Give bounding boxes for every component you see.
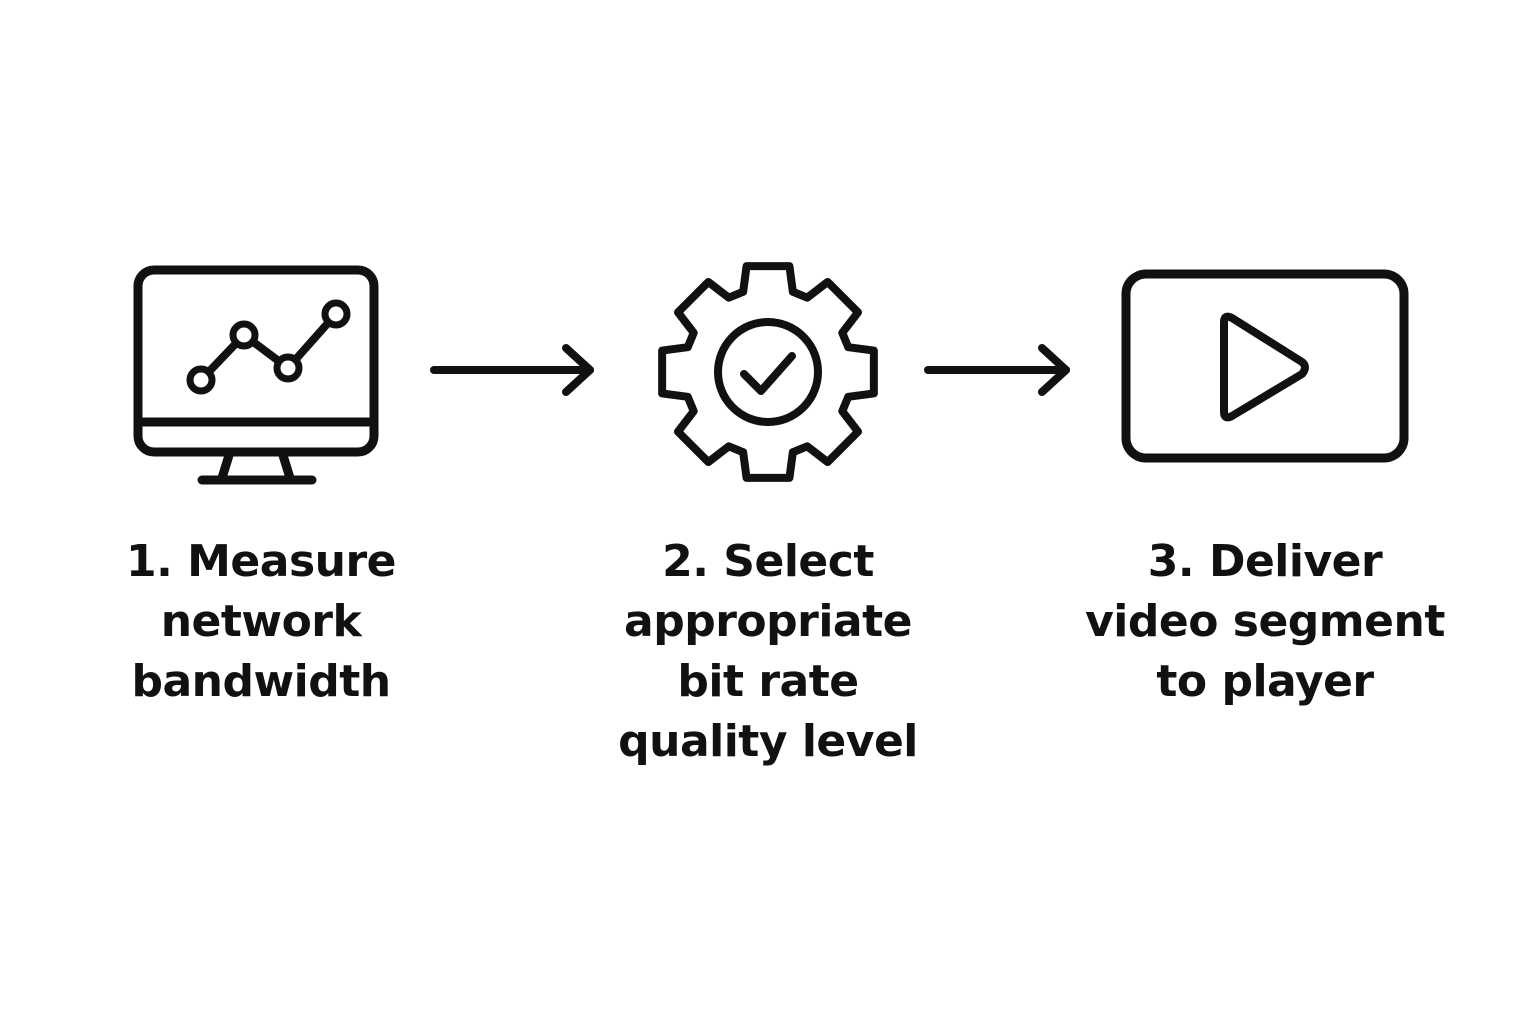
step-3-line-2: video segment	[1085, 596, 1445, 647]
arrow-right-icon	[924, 344, 1070, 396]
gear-check-icon	[658, 262, 878, 482]
step-3-label: 3. Deliver video segment to player	[1070, 532, 1460, 712]
step-1-line-2: network	[160, 596, 362, 647]
step-1-line-3: bandwidth	[131, 656, 391, 707]
step-2-label: 2. Select appropriate bit rate quality l…	[588, 532, 948, 772]
step-1-line-1: 1. Measure	[125, 536, 397, 587]
step-2-line-1: 2. Select	[662, 536, 874, 587]
step-3-line-1: 3. Deliver	[1147, 536, 1383, 587]
video-play-icon	[1121, 269, 1409, 463]
step-2-line-4: quality level	[618, 716, 918, 767]
monitor-chart-icon	[133, 265, 379, 485]
arrow-right-icon	[430, 344, 594, 396]
step-1-label: 1. Measure network bandwidth	[86, 532, 436, 712]
step-2-line-2: appropriate	[624, 596, 912, 647]
step-2-line-3: bit rate	[677, 656, 859, 707]
step-3-line-3: to player	[1156, 656, 1374, 707]
